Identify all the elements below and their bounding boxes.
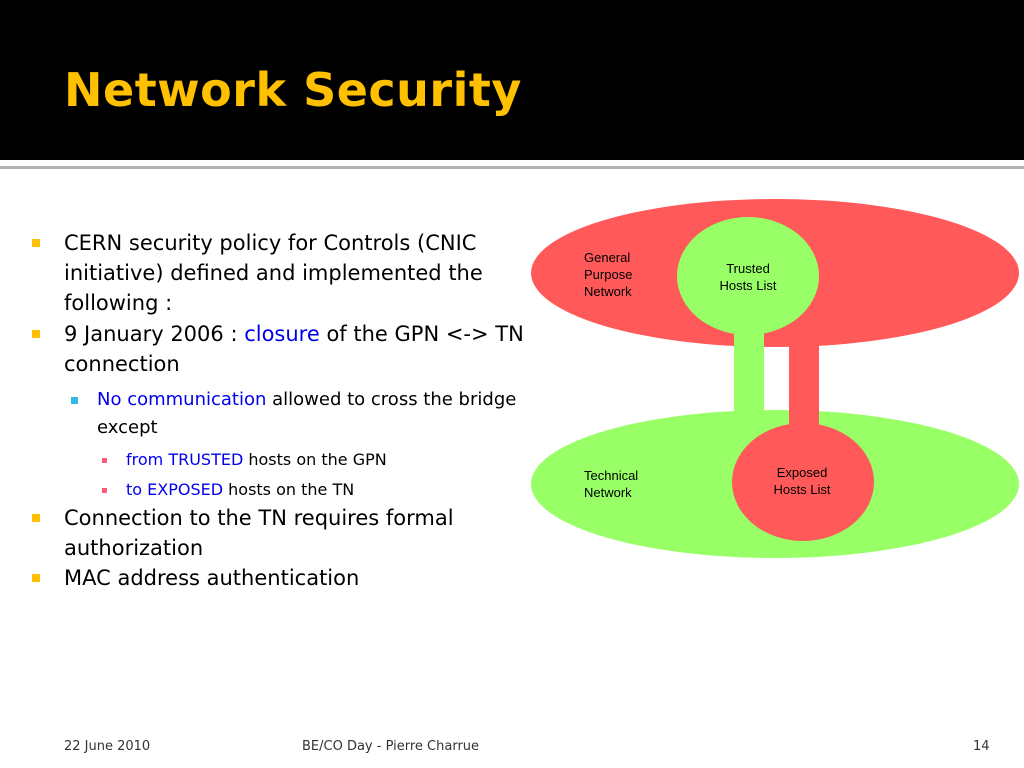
- subsub-bullet-marker-icon: [102, 458, 107, 463]
- sub-bullet-suffix: allowed to cross the bridge: [266, 389, 517, 410]
- sub-bullet-line-2: except: [97, 417, 158, 438]
- bullet-marker-square-icon: [32, 330, 40, 338]
- bullet-2-line-1: 9 January 2006 : closure of the GPN <-> …: [64, 319, 524, 349]
- trusted-label-line-1: Trusted: [726, 261, 770, 276]
- gpn-label-line-1: General: [584, 250, 631, 265]
- title-underline: [0, 166, 1024, 169]
- trusted-label-line-2: Hosts List: [719, 278, 777, 293]
- title-separator: [0, 160, 1024, 163]
- subsub-bullet-1-suffix: hosts on the GPN: [243, 450, 387, 469]
- bullet-2-line-2: connection: [64, 352, 180, 376]
- footer-date: 22 June 2010: [64, 739, 151, 754]
- sub-bullet-line-1: No communication allowed to cross the br…: [97, 386, 516, 414]
- subsub-bullet-1: from TRUSTED hosts on the GPN: [126, 445, 387, 475]
- bullet-marker-square-icon: [32, 574, 40, 582]
- bullet-3-line-1: Connection to the TN requires formal: [64, 506, 454, 530]
- footer-page-number: 14: [973, 739, 990, 754]
- trusted-bridge-link: [734, 320, 764, 422]
- bullet-3-line-2: authorization: [64, 536, 204, 560]
- sub-bullet-marker-square-icon: [71, 397, 78, 404]
- bullet-marker-square-icon: [32, 514, 40, 522]
- exposed-bridge-link: [789, 320, 819, 435]
- bullet-1-line-2: initiative) defined and implemented the: [64, 261, 483, 285]
- gpn-label-line-2: Purpose: [584, 267, 633, 282]
- exposed-label-line-1: Exposed: [776, 465, 828, 480]
- bullet-marker-square-icon: [32, 239, 40, 247]
- bullet-2-suffix: of the GPN <-> TN: [319, 322, 524, 346]
- bullet-list: CERN security policy for Controls (CNIC …: [32, 231, 524, 590]
- footer-presenter: BE/CO Day - Pierre Charrue: [302, 739, 480, 754]
- exposed-label-line-2: Hosts List: [773, 482, 831, 497]
- sub-bullet-highlight: No communication: [97, 389, 267, 410]
- tn-label-line-2: Network: [584, 485, 632, 500]
- subsub-bullet-2-highlight: to EXPOSED: [126, 480, 224, 499]
- subsub-bullet-marker-icon: [102, 488, 107, 493]
- subsub-bullet-2: to EXPOSED hosts on the TN: [126, 475, 354, 505]
- slide-title: Network Security: [64, 63, 522, 117]
- title-bar: Network Security: [0, 0, 1024, 160]
- bullet-2-highlight: closure: [244, 322, 320, 346]
- gpn-label-line-3: Network: [584, 284, 632, 299]
- bullet-4-line-1: MAC address authentication: [64, 566, 360, 590]
- tn-label-line-1: Technical: [584, 468, 639, 483]
- subsub-bullet-1-highlight: from TRUSTED: [126, 450, 244, 469]
- subsub-bullet-2-suffix: hosts on the TN: [223, 480, 355, 499]
- bullet-1-line-3: following :: [64, 291, 173, 315]
- bullet-1-line-1: CERN security policy for Controls (CNIC: [64, 231, 477, 255]
- bullet-2-prefix: 9 January 2006 :: [64, 322, 245, 346]
